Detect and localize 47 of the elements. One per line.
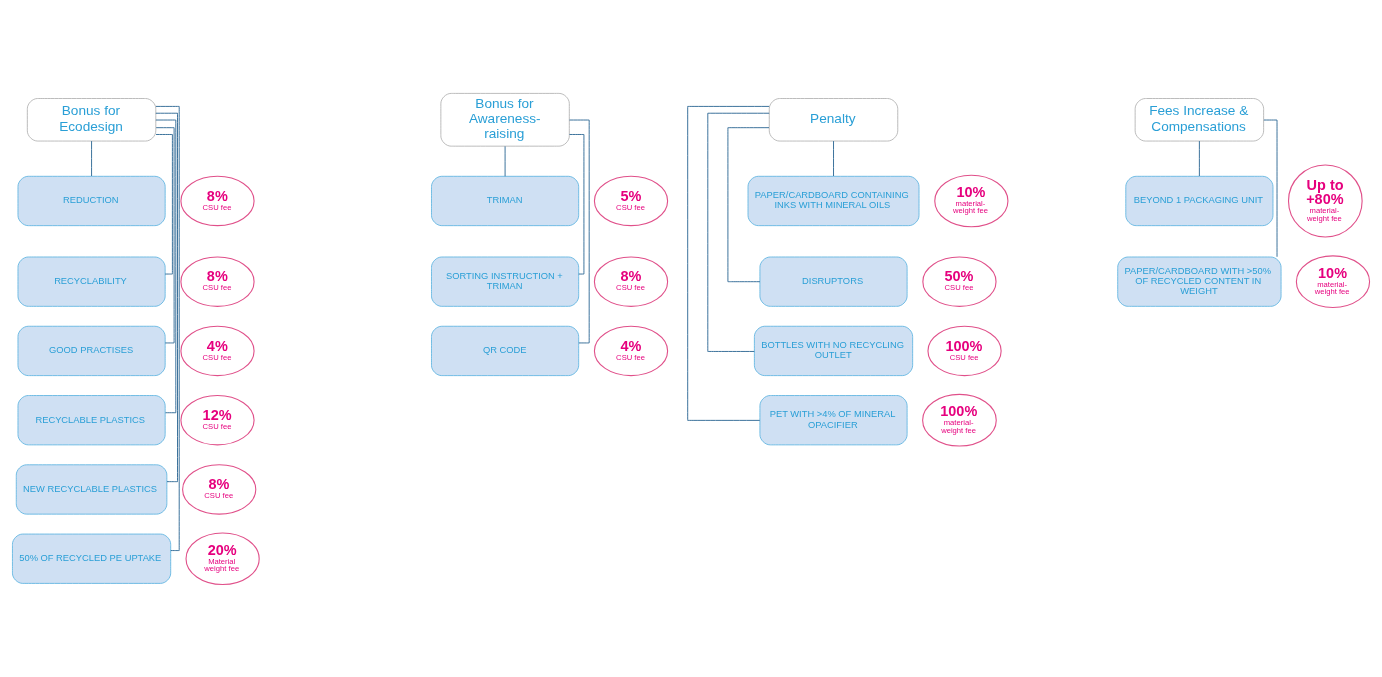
node-ellipse: 12% CSU fee xyxy=(180,394,255,445)
node-box: Bonus for Ecodesign xyxy=(26,97,157,141)
connector xyxy=(155,105,180,551)
node-box: Fees Increase & Compensations xyxy=(1134,97,1265,141)
node-box: SORTING INSTRUCTION + TRIMAN xyxy=(431,256,580,307)
node-ellipse: 8% CSU fee xyxy=(180,255,255,307)
node-ellipse: 10% material-weight fee xyxy=(934,174,1009,227)
connector xyxy=(155,112,178,482)
connector xyxy=(833,140,834,176)
node-ellipse: 50% CSU fee xyxy=(922,255,997,307)
connector xyxy=(91,140,92,176)
node-ellipse: 4% CSU fee xyxy=(180,325,255,376)
connector xyxy=(569,133,585,274)
connector xyxy=(727,126,770,282)
node-ellipse: 100% material-weight fee xyxy=(922,393,997,447)
node-box: RECYCLABLE PLASTICS xyxy=(17,394,166,445)
node-box: 50% OF RECYCLED PE UPTAKE xyxy=(12,533,172,584)
connector xyxy=(687,105,770,421)
node-box: REDUCTION xyxy=(17,175,166,226)
node-ellipse: 8% CSU fee xyxy=(593,255,669,307)
node-box: TRIMAN xyxy=(431,175,580,226)
node-box: QR CODE xyxy=(431,325,580,376)
node-box: NEW RECYCLABLE PLASTICS xyxy=(15,463,168,515)
node-box: BOTTLES WITH NO RECYCLING OUTLET xyxy=(753,325,914,376)
connector xyxy=(1263,119,1278,257)
connector xyxy=(155,126,175,343)
node-box: PET WITH >4% OF MINERAL OPACIFIER xyxy=(759,394,908,445)
connector xyxy=(155,119,177,413)
connector xyxy=(155,133,173,274)
node-box: PAPER/CARDBOARD WITH >50% OF RECYCLED CONTENT IN WEIGHT xyxy=(1117,256,1282,307)
node-box: DISRUPTORS xyxy=(759,256,908,307)
node-box: Bonus for Awareness-raising xyxy=(440,92,570,147)
node-ellipse: 20% Material weight fee xyxy=(185,531,260,585)
node-ellipse: 8% CSU fee xyxy=(182,463,257,515)
node-box: PAPER/CARDBOARD CONTAINING INKS WITH MINERAL OILS xyxy=(747,175,920,226)
node-circle: Up to +80% material-weight fee xyxy=(1287,163,1363,238)
node-ellipse: 100% CSU fee xyxy=(927,325,1002,376)
connector xyxy=(1198,140,1200,176)
node-ellipse: 5% CSU fee xyxy=(593,175,669,226)
node-box: GOOD PRACTISES xyxy=(17,325,166,376)
connector xyxy=(707,112,770,352)
node-box: BEYOND 1 PACKAGING UNIT xyxy=(1125,175,1274,226)
node-box: Penalty xyxy=(768,97,899,141)
node-ellipse: 4% CSU fee xyxy=(593,325,669,376)
node-ellipse: 10% material-weight fee xyxy=(1295,254,1371,308)
node-ellipse: 8% CSU fee xyxy=(180,175,255,226)
node-box: RECYCLABILITY xyxy=(17,256,166,307)
